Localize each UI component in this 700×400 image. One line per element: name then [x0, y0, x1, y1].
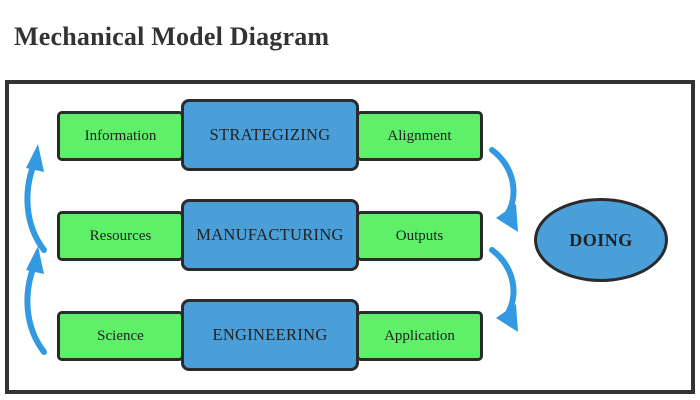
diagram-title: Mechanical Model Diagram — [14, 22, 330, 51]
arrowhead-right-2 — [496, 304, 518, 332]
box-strategizing: STRATEGIZING — [181, 99, 359, 171]
arrow-science-to-resources — [24, 263, 47, 355]
box-engineering: ENGINEERING — [181, 299, 359, 371]
arrow-outputs-to-application — [489, 247, 517, 319]
arrowhead-right-1 — [496, 204, 518, 232]
arrowhead-left-2 — [26, 144, 44, 172]
arrowhead-left-1 — [26, 246, 44, 274]
box-manufacturing: MANUFACTURING — [181, 199, 359, 271]
doing-ellipse: DOING — [534, 198, 668, 282]
arrow-resources-to-information — [24, 161, 47, 253]
arrow-alignment-to-outputs — [489, 147, 517, 219]
box-outputs: Outputs — [356, 211, 483, 261]
box-information: Information — [57, 111, 184, 161]
